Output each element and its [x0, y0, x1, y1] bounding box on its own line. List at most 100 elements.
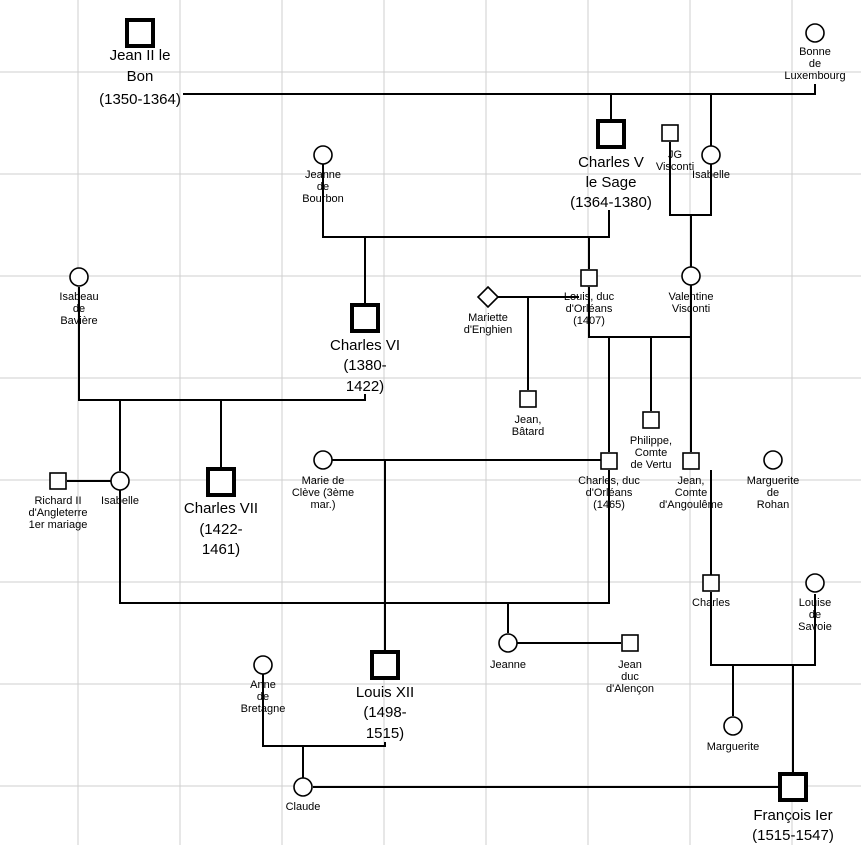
male-square-icon	[661, 124, 679, 142]
male-square-icon	[206, 467, 236, 497]
person-label-line: Bonne	[799, 46, 831, 58]
person-label-line: Marguerite	[707, 741, 760, 753]
person-label-line: Rohan	[757, 499, 789, 511]
female-circle-icon	[805, 573, 825, 593]
person-label-line: de	[809, 609, 821, 621]
person-label-line: (1465)	[593, 499, 625, 511]
person-label-line: de	[767, 487, 779, 499]
person-label-line: Visconti	[656, 161, 694, 173]
person-charles6: Charles VI(1380-1422)	[330, 303, 400, 395]
person-label-line: le Sage	[586, 174, 637, 191]
male-square-icon	[600, 452, 618, 470]
person-label-line: 1461)	[202, 541, 240, 558]
male-square-icon	[642, 411, 660, 429]
female-circle-icon	[69, 267, 89, 287]
person-label-line: d'Angoulême	[659, 499, 723, 511]
person-label-line: Visconti	[672, 303, 710, 315]
person-label-line: mar.)	[310, 499, 335, 511]
female-circle-icon	[701, 145, 721, 165]
person-label-line: Jean II le	[110, 47, 171, 64]
male-square-icon	[621, 634, 639, 652]
person-label-line: d'Alençon	[606, 683, 654, 695]
person-label-line: Comte	[635, 447, 667, 459]
person-label-line: (1422-	[199, 521, 242, 538]
person-label-line: Charles	[692, 597, 730, 609]
person-label-line: Claude	[286, 801, 321, 813]
male-square-icon	[580, 269, 598, 287]
person-label-line: Mariette	[468, 312, 508, 324]
person-label-line: Charles, duc	[578, 475, 640, 487]
relationship-line	[322, 164, 610, 238]
person-jean-batard: Jean,Bâtard	[512, 390, 544, 438]
person-jeanne: Jeanne	[490, 633, 526, 671]
person-label-line: Jeanne	[305, 169, 341, 181]
person-label-line: Luxembourg	[784, 70, 845, 82]
person-isabelle: Isabelle	[101, 471, 139, 507]
person-label-line: d'Enghien	[464, 324, 513, 336]
male-square-icon	[778, 772, 808, 802]
person-label-line: Charles V	[578, 154, 644, 171]
person-label-line: Louis XII	[356, 684, 414, 701]
person-label-line: Bâtard	[512, 426, 544, 438]
person-label-line: Comte	[675, 487, 707, 499]
female-circle-icon	[498, 633, 518, 653]
person-label-line: d'Orléans	[566, 303, 613, 315]
person-label-line: Anne	[250, 679, 276, 691]
person-label-line: 1515)	[366, 725, 404, 742]
female-circle-icon	[313, 145, 333, 165]
person-charles5: Charles Vle Sage(1364-1380)	[570, 119, 652, 211]
male-square-icon	[370, 650, 400, 680]
person-label-line: Bon	[127, 68, 154, 85]
person-label-line: Charles VII	[184, 500, 258, 517]
person-francois1: François Ier(1515-1547)	[752, 772, 834, 844]
person-label-line: Jean,	[678, 475, 705, 487]
person-label-line: Clève (3ème	[292, 487, 354, 499]
person-label-line: Bretagne	[241, 703, 286, 715]
person-label-line: 1er mariage	[29, 519, 88, 531]
male-square-icon	[682, 452, 700, 470]
person-label-line: d'Orléans	[586, 487, 633, 499]
female-circle-icon	[681, 266, 701, 286]
person-isabelle-fr: Isabelle	[692, 145, 730, 181]
person-label-line: Marie de	[302, 475, 345, 487]
person-charles: Charles	[692, 574, 730, 609]
person-label-line: de	[809, 58, 821, 70]
person-label-line: Philippe,	[630, 435, 672, 447]
person-label-line: Marguerite	[747, 475, 800, 487]
person-label-line: Louis, duc	[564, 291, 615, 303]
person-label-line: Bavière	[60, 315, 97, 327]
female-circle-icon	[253, 655, 273, 675]
relationship-line	[588, 287, 691, 338]
person-label-line: Isabelle	[692, 169, 730, 181]
person-label-line: JG	[668, 149, 682, 161]
person-label-line: (1515-1547)	[752, 827, 834, 844]
person-label-line: duc	[621, 671, 639, 683]
person-label-line: (1407)	[573, 315, 605, 327]
person-label-line: Richard II	[34, 495, 81, 507]
person-label-line: Isabeau	[59, 291, 98, 303]
person-label-line: de	[257, 691, 269, 703]
person-label-line: Jean,	[515, 414, 542, 426]
person-label-line: Jeanne	[490, 659, 526, 671]
male-square-icon	[350, 303, 380, 333]
person-label-line: de	[73, 303, 85, 315]
female-circle-icon	[805, 23, 825, 43]
person-label-line: Louise	[799, 597, 831, 609]
